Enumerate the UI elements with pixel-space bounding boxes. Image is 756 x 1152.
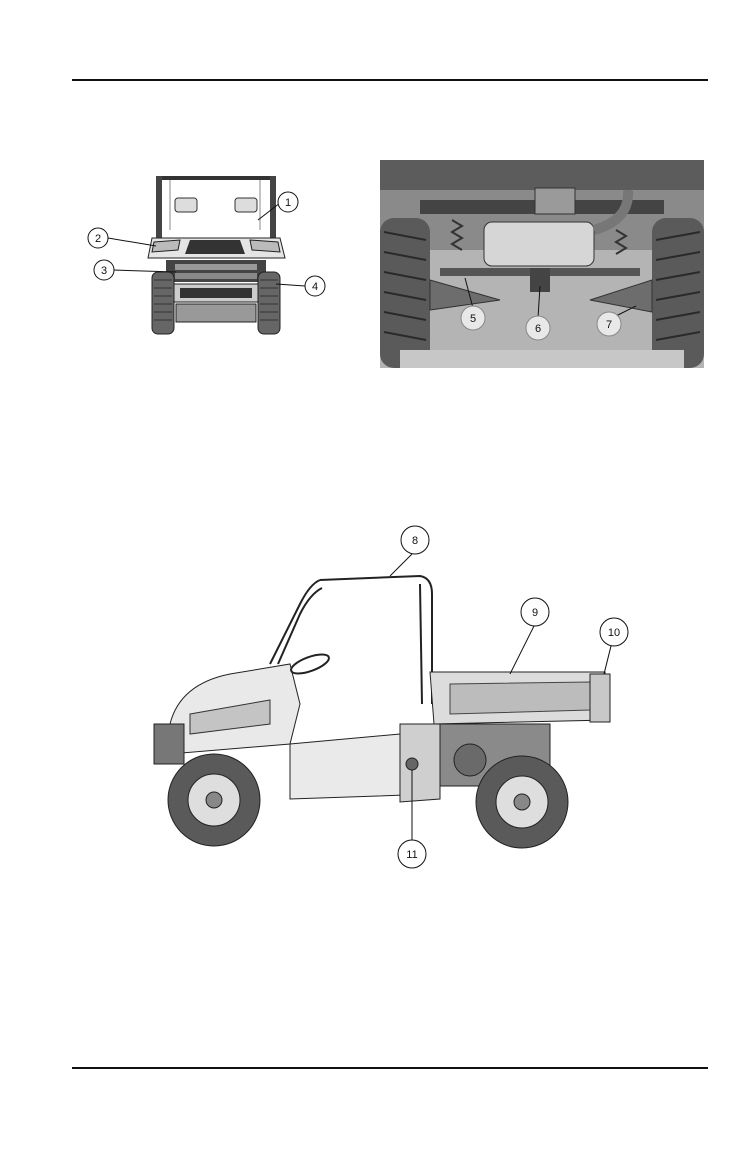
underside-view-figure: 5 6 7 — [380, 160, 704, 368]
callout-3-label: 3 — [101, 265, 107, 277]
front-view-illustration: 1 2 3 4 — [80, 160, 340, 350]
callout-10: 10 — [600, 618, 628, 646]
callout-7-label: 7 — [606, 319, 612, 331]
callout-1: 1 — [278, 192, 298, 212]
callout-11: 11 — [398, 840, 426, 868]
front-wheel — [168, 754, 260, 846]
callout-6: 6 — [526, 316, 550, 340]
header-rule — [72, 79, 708, 81]
callout-11-label: 11 — [406, 849, 417, 861]
callout-9: 9 — [521, 598, 549, 626]
callout-3: 3 — [94, 260, 114, 280]
footer-rule — [72, 1067, 708, 1069]
callout-8-label: 8 — [412, 535, 418, 547]
callout-4-label: 4 — [312, 281, 318, 293]
callout-4: 4 — [305, 276, 325, 296]
underside-view-illustration: 5 6 7 — [380, 160, 704, 368]
callout-8: 8 — [401, 526, 429, 554]
callout-9-label: 9 — [532, 607, 538, 619]
callout-2-label: 2 — [95, 233, 101, 245]
callout-1-label: 1 — [285, 197, 291, 209]
side-view-illustration: 8 9 10 11 — [150, 524, 640, 874]
callout-2: 2 — [88, 228, 108, 248]
front-view-figure: 1 2 3 4 — [80, 160, 340, 350]
callout-10-label: 10 — [608, 627, 620, 639]
side-view-figure: 8 9 10 11 — [150, 524, 640, 874]
callout-5: 5 — [461, 306, 485, 330]
callout-5-label: 5 — [470, 313, 476, 325]
callout-6-label: 6 — [535, 323, 541, 335]
callout-7: 7 — [597, 312, 621, 336]
rear-wheel — [476, 756, 568, 848]
